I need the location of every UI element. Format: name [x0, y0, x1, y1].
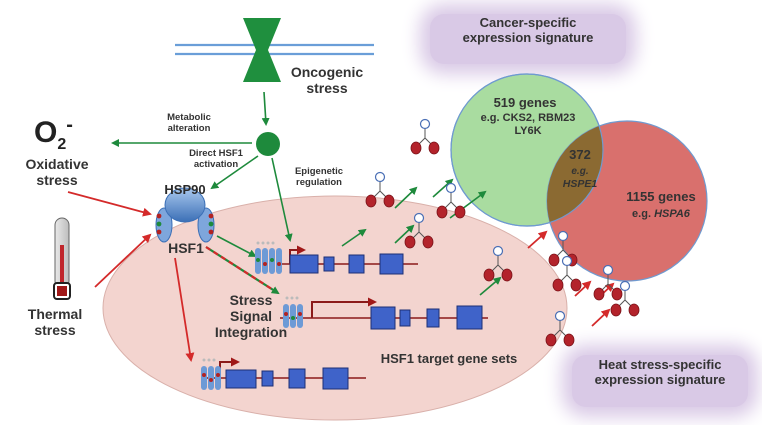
- signaling-node-icon: [256, 132, 280, 156]
- oncogenic-stress-label: Oncogenic stress: [290, 64, 364, 97]
- arrow-out-6: [479, 276, 502, 296]
- protein-molecule-icon: [610, 280, 640, 317]
- direct-hsf1-activation-label: Direct HSF1 activation: [189, 148, 243, 170]
- arrow-hsf1-to-gene1: [216, 235, 257, 257]
- gene-3: [201, 357, 366, 390]
- heat-signature-box: [572, 355, 748, 407]
- arrow-direct-activation: [210, 155, 259, 190]
- arrow-out-1: [341, 228, 367, 247]
- receptor-icon: [243, 18, 281, 82]
- o2-symbol: O2-: [34, 114, 73, 153]
- thermal-stress-label: Thermal stress: [27, 306, 83, 339]
- cancer-signature-label: Cancer-specific expression signature: [462, 15, 594, 45]
- hsp90-hsf1-complex: [155, 187, 215, 243]
- arrow-epigenetic: [271, 157, 293, 242]
- arrow-hsf1-to-gene3: [174, 257, 195, 362]
- arrow-heat-out-4: [591, 308, 611, 327]
- protein-molecule-icon: [552, 255, 582, 292]
- cancer-genes-count: 519 genes: [493, 95, 557, 110]
- arrow-receptor-to-node: [261, 91, 270, 126]
- venn-overlap: [547, 121, 603, 226]
- protein-molecule-icon: [483, 245, 513, 282]
- arrow-oxidative-stress: [67, 191, 152, 217]
- oxidative-stress-label: Oxidative stress: [25, 156, 89, 189]
- overlap-count: 372: [569, 147, 591, 162]
- overlap-gene: HSPE1: [562, 178, 598, 190]
- protein-molecule-icon: [404, 212, 434, 249]
- arrow-out-2: [394, 186, 418, 209]
- thermometer-icon: [53, 217, 71, 300]
- metabolic-alteration-label: Metabolic alteration: [167, 112, 211, 134]
- protein-molecule-icon: [410, 118, 440, 155]
- arrow-out-4: [432, 178, 454, 198]
- cancer-genes-examples: e.g. CKS2, RBM23 LY6K: [480, 112, 576, 137]
- arrow-out-3: [394, 224, 415, 244]
- heat-genes-examples: e.g. HSPA6: [632, 208, 690, 220]
- arrow-heat-out-1: [527, 230, 548, 249]
- protein-molecule-icon: [545, 310, 575, 347]
- hsf1-label: HSF1: [168, 240, 204, 256]
- heat-genes-count: 1155 genes: [626, 189, 696, 204]
- gene-1: [255, 241, 418, 275]
- cell-membrane: [175, 43, 374, 56]
- epigenetic-regulation-label: Epigenetic regulation: [294, 166, 344, 188]
- protein-molecule-icon: [593, 264, 623, 301]
- arrow-thermal-stress: [94, 233, 152, 288]
- protein-molecule-icon: [365, 171, 395, 208]
- protein-molecule-icon: [436, 182, 466, 219]
- arrow-hsf1-to-gene2-base: [205, 246, 279, 294]
- arrow-heat-out-2: [574, 280, 592, 297]
- cancer-signature-box: [430, 14, 626, 64]
- hsp90-label: HSP90: [164, 182, 206, 197]
- protein-molecules: [365, 118, 640, 347]
- stress-signal-integration-label: Stress Signal Integration: [214, 292, 288, 341]
- overlap-eg-label: e.g.: [571, 166, 589, 177]
- hsf1-target-gene-sets-label: HSF1 target gene sets: [380, 351, 518, 366]
- heat-signature-label: Heat stress-specific expression signatur…: [594, 357, 726, 387]
- gene-2: [280, 296, 488, 330]
